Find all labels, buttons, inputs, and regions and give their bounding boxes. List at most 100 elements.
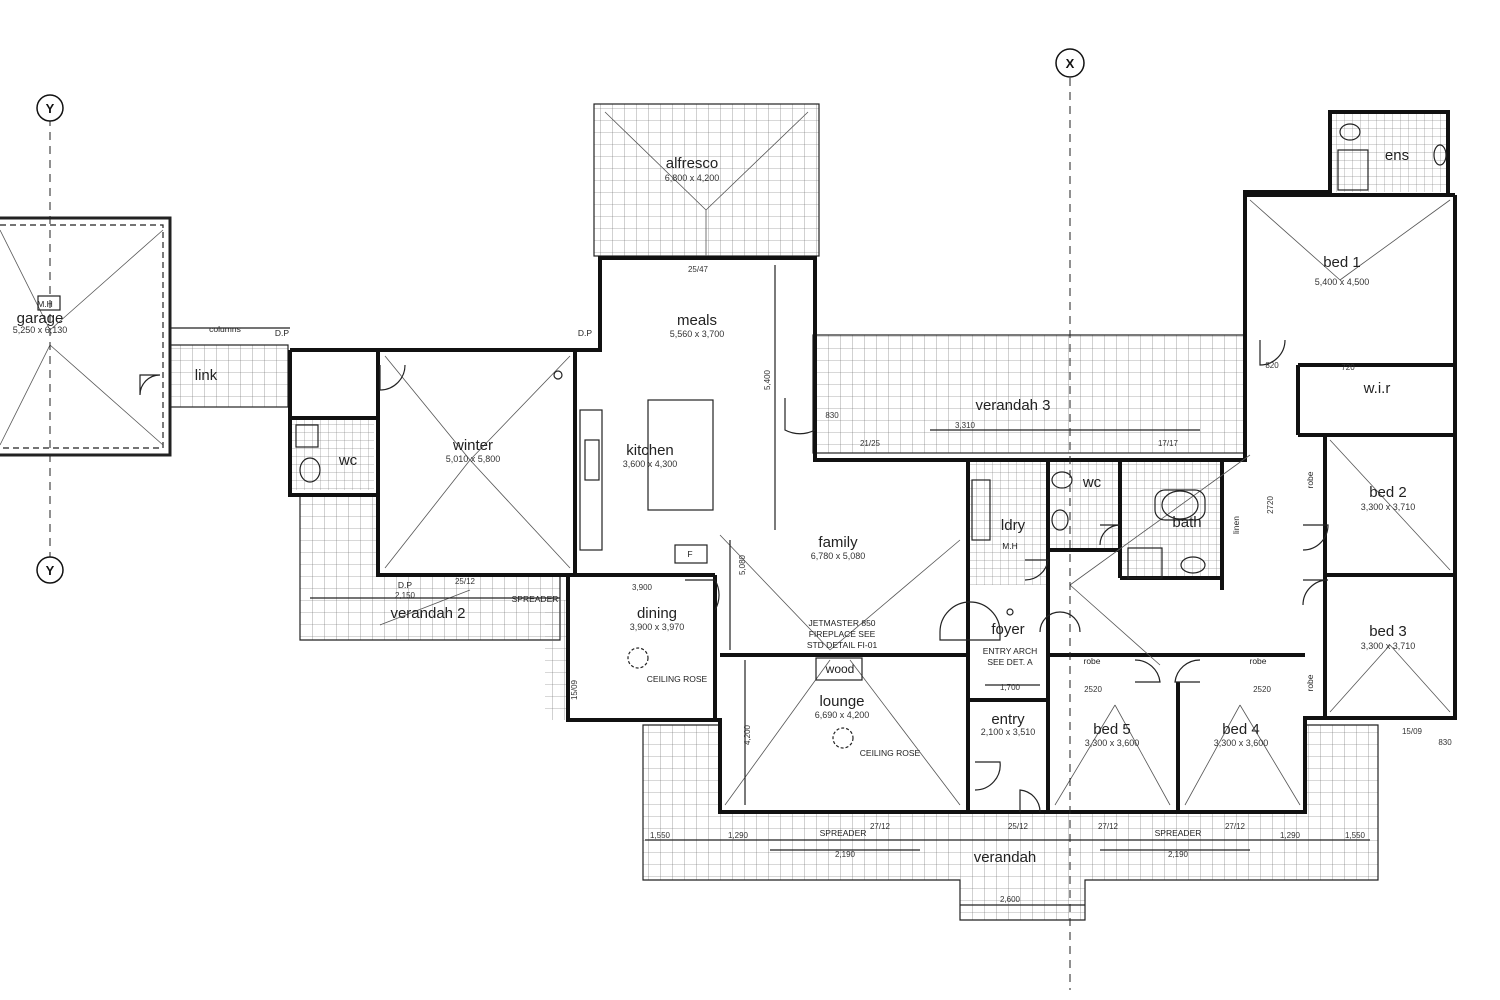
- pitch-2512-a: 25/12: [455, 577, 476, 586]
- room-ldry-name: ldry: [1001, 517, 1026, 534]
- fixtures: [295, 123, 1447, 749]
- dim-1550: 1,550: [650, 831, 671, 840]
- room-entry-size: 2,100 x 3,510: [981, 727, 1036, 737]
- verandah3-paving: [812, 334, 1246, 454]
- mh-label-2: M.H: [1002, 541, 1018, 551]
- roof-lines: [379, 199, 1451, 806]
- grid-axes: X Y Y: [36, 48, 1085, 990]
- room-wc-left-name: wc: [338, 452, 358, 469]
- ens-tiles: [1330, 112, 1448, 192]
- room-alfresco-name: alfresco: [666, 155, 719, 172]
- room-wir-name: w.i.r: [1363, 380, 1391, 397]
- dim-5080: 5,080: [738, 554, 747, 575]
- room-bed2-name: bed 2: [1369, 484, 1407, 501]
- axis-y-bottom-marker: [36, 556, 64, 584]
- room-foyer-name: foyer: [991, 621, 1024, 638]
- dim-2520-b: 2520: [1253, 685, 1271, 694]
- room-link-name: link: [195, 367, 218, 384]
- room-robe-b-name: robe: [1249, 656, 1266, 666]
- pitch-2712-b: 27/12: [1225, 822, 1246, 831]
- entry-arch-note-1: ENTRY ARCH: [983, 646, 1037, 656]
- annotations: JETMASTER 850 FIREPLACE SEE STD DETAIL F…: [37, 299, 1201, 838]
- pitch-2512-b: 25/12: [1008, 822, 1029, 831]
- room-meals-name: meals: [677, 312, 717, 329]
- dimensions: 2,600 2,190 2,190 1,550 1,290 1,290 1,55…: [170, 265, 1452, 906]
- wc-right-tiles: [1048, 460, 1120, 550]
- axis-y-top-label: Y: [46, 101, 55, 116]
- alfresco-roof-lines: [604, 111, 809, 256]
- alfresco-paving: [593, 103, 820, 257]
- link-paving: [169, 344, 289, 408]
- room-alfresco-size: 6,800 x 4,200: [665, 173, 720, 183]
- room-robe-a-name: robe: [1083, 656, 1100, 666]
- axis-x-marker: [1055, 48, 1085, 78]
- dim-2190-a: 2,190: [835, 850, 856, 859]
- room-bath-name: bath: [1172, 514, 1201, 531]
- room-wc-right-name: wc: [1082, 474, 1102, 491]
- pitch-1509-a: 15/09: [1402, 727, 1423, 736]
- room-robe-d-name: robe: [1305, 674, 1315, 691]
- dp-label-1: D.P: [275, 328, 290, 338]
- dim-2720: 2720: [1266, 496, 1275, 514]
- dim-4200: 4,200: [743, 724, 752, 745]
- dim-820: 820: [1265, 361, 1279, 370]
- pitch-2712-a: 27/12: [870, 822, 891, 831]
- pitch-1717: 17/17: [1158, 439, 1179, 448]
- axis-x-label: X: [1066, 56, 1075, 71]
- dp-label-3: D.P: [398, 580, 413, 590]
- room-winter-name: winter: [452, 437, 493, 454]
- dim-830-b: 830: [1438, 738, 1452, 747]
- spreader-right: SPREADER: [1155, 828, 1202, 838]
- f-label: F: [687, 549, 692, 559]
- room-robe-c-name: robe: [1305, 471, 1315, 488]
- room-bed3-size: 3,300 x 3,710: [1361, 641, 1416, 651]
- dim-5400: 5,400: [763, 369, 772, 390]
- axis-y-top-marker: [36, 94, 64, 122]
- mh-label: M.H: [37, 299, 53, 309]
- room-bed5-name: bed 5: [1093, 721, 1131, 738]
- dim-3900: 3,900: [632, 583, 653, 592]
- room-kitchen-name: kitchen: [626, 442, 674, 459]
- dim-720: 720: [1341, 363, 1355, 372]
- axis-y-bottom-label: Y: [46, 563, 55, 578]
- fireplace-note-3: STD DETAIL FI-01: [807, 640, 878, 650]
- room-garage-name: garage: [17, 310, 64, 327]
- main-walls: [288, 110, 1457, 814]
- dining-side-tiles: [545, 600, 570, 720]
- room-family-size: 6,780 x 5,080: [811, 551, 866, 561]
- pitch-2712-c: 27/12: [1098, 822, 1119, 831]
- pitch-2125: 21/25: [860, 439, 881, 448]
- dim-2520-a: 2520: [1084, 685, 1102, 694]
- room-bed5-size: 3,300 x 3,600: [1085, 738, 1140, 748]
- spreader-left: SPREADER: [512, 594, 559, 604]
- room-bed1-size: 5,400 x 4,500: [1315, 277, 1370, 287]
- room-linen-name: linen: [1231, 516, 1241, 534]
- dim-2150: 2,150: [395, 591, 416, 600]
- dim-1290-b: 1,290: [1280, 831, 1301, 840]
- wc-left-tiles: [292, 418, 374, 490]
- room-garage-size: 5,250 x 6,130: [13, 325, 68, 335]
- room-verandah-name: verandah: [974, 849, 1037, 866]
- room-lounge-size: 6,690 x 4,200: [815, 710, 870, 720]
- garage: [0, 216, 172, 457]
- dim-830-a: 830: [825, 411, 839, 420]
- pitch-1509-b: 15/09: [570, 679, 579, 700]
- room-lounge-name: lounge: [819, 693, 864, 710]
- room-verandah3-name: verandah 3: [975, 397, 1050, 414]
- columns-label: columns: [209, 324, 241, 334]
- room-winter-size: 5,010 x 5,800: [446, 454, 501, 464]
- bath-tiles: [1120, 460, 1222, 578]
- room-entry-name: entry: [991, 711, 1025, 728]
- dim-1700: 1,700: [1000, 683, 1021, 692]
- room-kitchen-size: 3,600 x 4,300: [623, 459, 678, 469]
- dp-label-2: D.P: [578, 328, 593, 338]
- pitch-2547: 25/47: [688, 265, 709, 274]
- fireplace-note-2: FIREPLACE SEE: [809, 629, 876, 639]
- room-meals-size: 5,560 x 3,700: [670, 329, 725, 339]
- dim-3310: 3,310: [955, 421, 976, 430]
- room-dining-size: 3,900 x 3,970: [630, 622, 685, 632]
- room-labels: garage 5,250 x 6,130 link winter 5,010 x…: [13, 147, 1416, 866]
- dim-1550-b: 1,550: [1345, 831, 1366, 840]
- room-bed3-name: bed 3: [1369, 623, 1407, 640]
- room-ens-name: ens: [1385, 147, 1409, 164]
